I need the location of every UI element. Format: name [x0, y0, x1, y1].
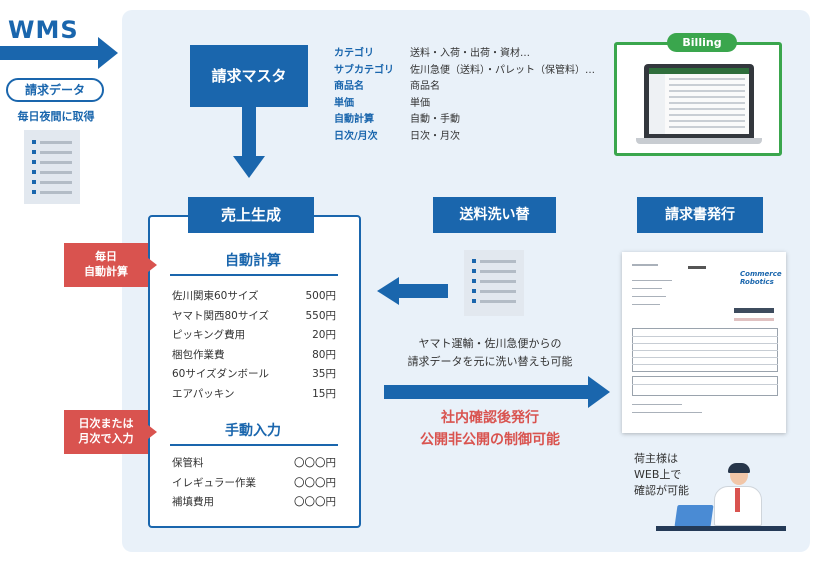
wms-arrow-head-icon: [98, 37, 118, 69]
arrow-right-icon: [588, 376, 610, 408]
nightly-fetch-label: 毎日夜間に取得: [17, 110, 95, 123]
daily-auto-tag: 毎日 自動計算: [64, 243, 148, 287]
attribute-row: 商品名商品名: [334, 81, 440, 92]
list-item: 保管料〇〇〇円: [172, 457, 336, 469]
wash-note: ヤマト運輸・佐川急便からの 請求データを元に洗い替えも可能: [407, 337, 573, 368]
attribute-row: 日次/月次日次・月次: [334, 130, 460, 142]
billing-tag: Billing: [667, 33, 737, 52]
shipper-web-note: 荷主様は WEB上で 確認が可能: [634, 452, 689, 497]
tag-pointer-icon: [148, 258, 157, 272]
billing-data-pill: 請求データ: [6, 78, 104, 102]
desk: [656, 526, 786, 531]
master-attribute-list: カテゴリ送料・入荷・出荷・資材… サブカテゴリ佐川急便（送料）・パレット（保管料…: [334, 46, 595, 145]
attribute-row: 単価単価: [334, 97, 430, 109]
person-hair: [728, 463, 750, 473]
attribute-row: 自動計算自動・手動: [334, 114, 460, 125]
person-tie: [735, 488, 740, 512]
billing-app-screenshot: [649, 68, 749, 134]
arrow-left-icon: [377, 277, 399, 305]
sales-generation-title: 売上生成: [188, 197, 314, 233]
master-down-arrow: [242, 107, 256, 157]
issue-right-arrow: [384, 385, 590, 399]
manual-input-title: 手動入力: [225, 423, 281, 439]
commerce-robotics-logo: Commerce Robotics: [740, 270, 782, 286]
manual-input-list: 保管料〇〇〇円 イレギュラー作業〇〇〇円 補填費用〇〇〇円: [172, 454, 336, 513]
divider: [170, 274, 338, 276]
list-item: 補填費用〇〇〇円: [172, 496, 336, 508]
wms-arrow: [0, 46, 100, 60]
divider: [170, 444, 338, 446]
auto-calc-title: 自動計算: [225, 253, 281, 269]
list-item: イレギュラー作業〇〇〇円: [172, 476, 336, 489]
attribute-row: カテゴリ送料・入荷・出荷・資材…: [334, 48, 530, 59]
wms-title: WMS: [8, 16, 79, 44]
invoice-issue-box: 請求書発行: [637, 197, 763, 233]
attribute-row: サブカテゴリ佐川急便（送料）・パレット（保管料）…: [334, 64, 595, 76]
shipping-document-icon: [464, 250, 524, 316]
daily-monthly-input-tag: 日次または 月次で入力: [64, 410, 148, 454]
tag-pointer-icon: [148, 425, 157, 439]
billing-table-thumbnail: [649, 68, 749, 134]
issue-highlight: 社内確認後発行 公開非公開の制御可能: [420, 410, 560, 448]
laptop-base: [636, 138, 762, 144]
shipping-wash-box: 送料洗い替: [433, 197, 556, 233]
wms-document-icon: [24, 130, 80, 204]
arrow-down-icon: [233, 156, 265, 178]
invoice-document: Commerce Robotics: [622, 252, 786, 433]
wash-left-arrow: [398, 284, 448, 298]
laptop-icon: [674, 505, 714, 527]
billing-master-box: 請求マスタ: [190, 45, 308, 107]
